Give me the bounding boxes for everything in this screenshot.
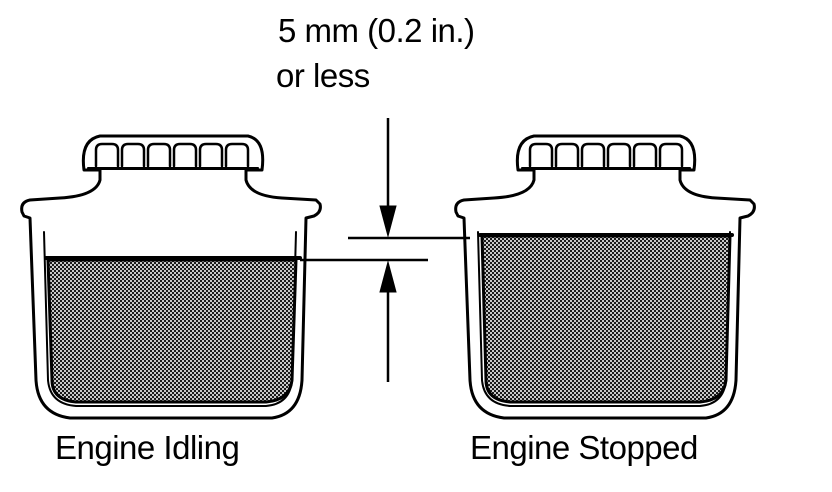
reservoir-idling — [20, 134, 322, 420]
cap-idling — [81, 134, 265, 172]
reservoir-stopped — [454, 134, 756, 420]
caption-engine-idling: Engine Idling — [55, 429, 240, 466]
cap-stopped — [515, 134, 697, 172]
arrow-up-icon — [379, 260, 397, 293]
dimension-marker — [300, 118, 470, 382]
dimension-label-qualifier: or less — [276, 57, 370, 94]
arrow-down-icon — [379, 205, 397, 238]
fluid-level-idling — [46, 258, 298, 404]
dimension-label-value: 5 mm (0.2 in.) — [278, 12, 475, 49]
fluid-level-stopped — [480, 234, 732, 404]
caption-engine-stopped: Engine Stopped — [470, 429, 698, 466]
